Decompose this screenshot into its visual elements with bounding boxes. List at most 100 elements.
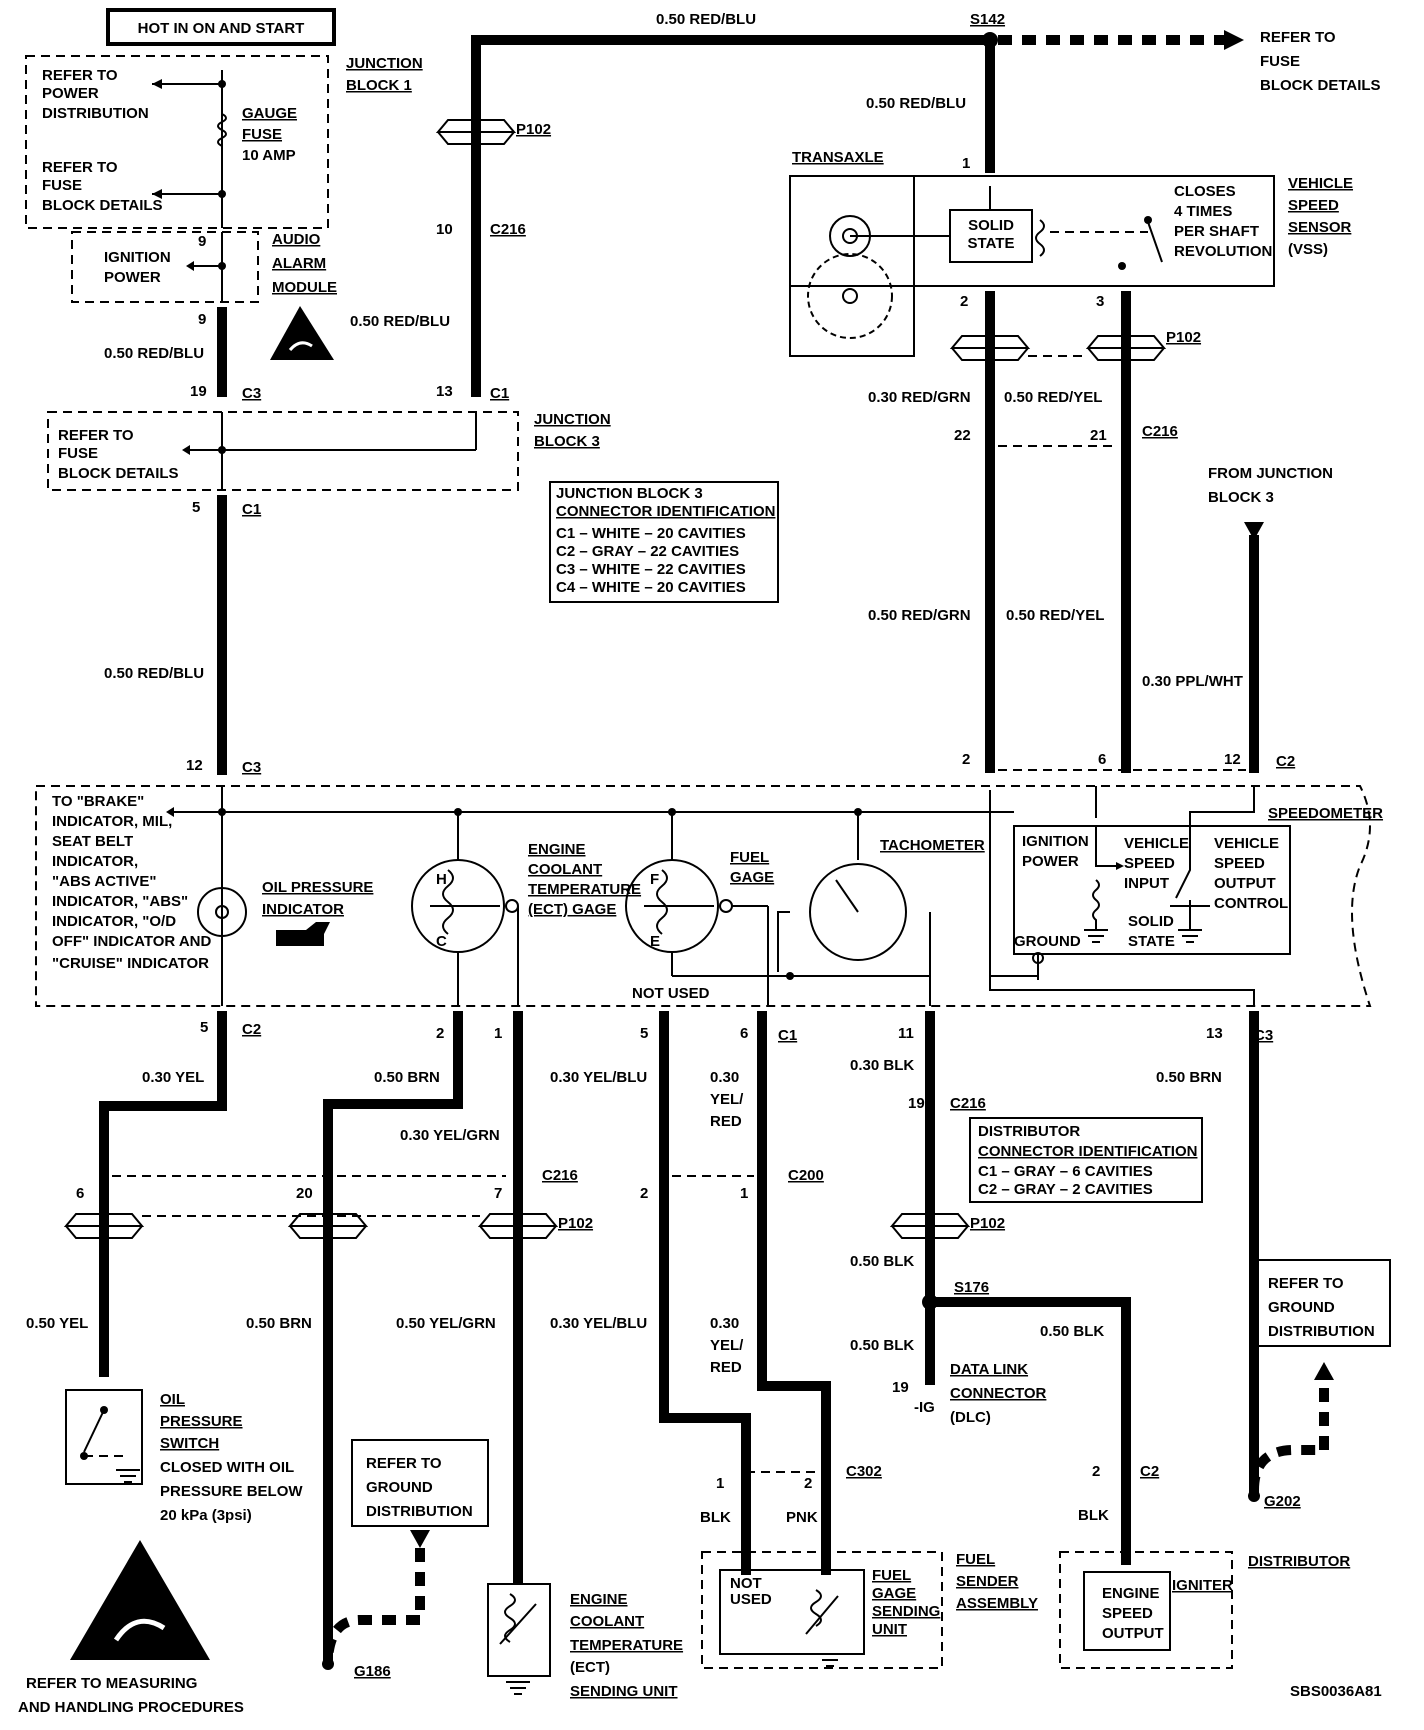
jb1-refer-fuse-1: REFER TO xyxy=(42,159,118,176)
speedometer-module xyxy=(1013,825,1291,955)
dlc-ig: -IG xyxy=(914,1399,935,1416)
vss-solid-2: STATE xyxy=(968,235,1015,252)
conn-c216-top: C216 xyxy=(490,221,526,238)
to-brake-1: TO "BRAKE" xyxy=(52,793,144,810)
fuel-unit-3: SENDING xyxy=(872,1603,940,1620)
speedo-vss-input-1: VEHICLE xyxy=(1124,835,1189,852)
distributor-title: DISTRIBUTOR xyxy=(1248,1553,1350,1570)
conn-c216-vss: C216 xyxy=(1142,423,1178,440)
conn-p102-vss: P102 xyxy=(1166,329,1201,346)
speedo-vss-out-2: SPEED xyxy=(1214,855,1265,872)
esd-warning-large-icon xyxy=(70,1540,210,1660)
conn-p102-dist: P102 xyxy=(970,1215,1005,1232)
diagram-code: SBS0036A81 xyxy=(1290,1683,1382,1700)
fuel-f: F xyxy=(650,871,659,888)
pin-3-vss: 3 xyxy=(1096,293,1104,310)
pin-13: 13 xyxy=(436,383,453,400)
oil-pressure-switch xyxy=(65,1389,143,1485)
wire-red-blu-top: 0.50 RED/BLU xyxy=(656,11,756,28)
pin-d19: 19 xyxy=(892,1379,909,1396)
conn-p102-bottom: P102 xyxy=(558,1215,593,1232)
oil-switch-6: 20 kPa (3psi) xyxy=(160,1507,252,1524)
vss-box xyxy=(789,175,1275,287)
fuel-unit-1: FUEL xyxy=(872,1567,911,1584)
ground-g202: G202 xyxy=(1264,1493,1301,1510)
wire-yel-red-2b: YEL/ xyxy=(710,1337,744,1354)
p102-connector-top xyxy=(435,119,517,145)
ground-ref-left-3: DISTRIBUTION xyxy=(366,1503,473,1520)
conn-c2-bottom: C2 xyxy=(242,1021,261,1038)
jb3-refer-fuse-3: BLOCK DETAILS xyxy=(58,465,179,482)
ect-gage-3: TEMPERATURE xyxy=(528,881,641,898)
jb3-ident-title-1: JUNCTION BLOCK 3 xyxy=(556,485,703,502)
pin-10: 10 xyxy=(436,221,453,238)
oil-switch-1: OIL xyxy=(160,1391,185,1408)
jb3-refer-fuse-2: FUSE xyxy=(58,445,98,462)
wire-yel-grn-030: 0.30 YEL/GRN xyxy=(400,1127,500,1144)
oil-switch-2: PRESSURE xyxy=(160,1413,243,1430)
to-brake-9: "CRUISE" INDICATOR xyxy=(52,955,209,972)
jb3-ident-box xyxy=(549,481,779,603)
fuse-icon xyxy=(217,113,227,147)
wire-yel-red-1c: RED xyxy=(710,1113,742,1130)
speedo-solid-1: SOLID xyxy=(1128,913,1174,930)
junction-block-3 xyxy=(47,411,519,491)
fuel-unit-2: GAGE xyxy=(872,1585,916,1602)
conn-p102-top: P102 xyxy=(516,121,551,138)
pin-2-cluster: 2 xyxy=(962,751,970,768)
to-brake-5: "ABS ACTIVE" xyxy=(52,873,157,890)
splice-s176-dot xyxy=(922,1294,938,1310)
gauge-fuse-1: GAUGE xyxy=(242,105,297,122)
wire-yel-blu-050: 0.30 YEL/BLU xyxy=(550,1315,647,1332)
jb1-refer-power-1: REFER TO xyxy=(42,67,118,84)
ect-gage-4: (ECT) GAGE xyxy=(528,901,616,918)
speedo-vss-out-4: CONTROL xyxy=(1214,895,1288,912)
pin-2-vss: 2 xyxy=(960,293,968,310)
wire-red-grn-030: 0.30 RED/GRN xyxy=(868,389,971,406)
ground-ref-left-1: REFER TO xyxy=(366,1455,442,1472)
speedo-vss-input-2: SPEED xyxy=(1124,855,1175,872)
jb3-refer-fuse-1: REFER TO xyxy=(58,427,134,444)
jb3-ident-c4: C4 – WHITE – 20 CAVITIES xyxy=(556,579,746,596)
fuel-assembly-2: SENDER xyxy=(956,1573,1019,1590)
jb3-ident-c2: C2 – GRAY – 22 CAVITIES xyxy=(556,543,739,560)
pin-b1: 1 xyxy=(494,1025,502,1042)
fuel-sender-assembly xyxy=(701,1551,943,1669)
wire-brn-right: 0.50 BRN xyxy=(1156,1069,1222,1086)
vss-title-2: SPEED xyxy=(1288,197,1339,214)
junction-block-1 xyxy=(25,55,329,229)
conn-c3-a: C3 xyxy=(242,385,261,402)
from-jb3-2: BLOCK 3 xyxy=(1208,489,1274,506)
vss-title-1: VEHICLE xyxy=(1288,175,1353,192)
speedo-vss-out-1: VEHICLE xyxy=(1214,835,1279,852)
wire-yel-050: 0.50 YEL xyxy=(26,1315,88,1332)
ect-unit-2: COOLANT xyxy=(570,1613,644,1630)
to-brake-2: INDICATOR, MIL, xyxy=(52,813,172,830)
pin-c1: 1 xyxy=(740,1185,748,1202)
vss-closes-4: REVOLUTION xyxy=(1174,243,1272,260)
jb3-ident-c1: C1 – WHITE – 20 CAVITIES xyxy=(556,525,746,542)
speedo-vss-out-3: OUTPUT xyxy=(1214,875,1276,892)
splice-s176: S176 xyxy=(954,1279,989,1296)
not-used-label: NOT USED xyxy=(632,985,710,1002)
ect-gage-2: COOLANT xyxy=(528,861,602,878)
conn-c216-dist: C216 xyxy=(950,1095,986,1112)
pin-c20: 20 xyxy=(296,1185,313,1202)
pin-d2: 2 xyxy=(804,1475,812,1492)
power-label-box xyxy=(106,8,336,46)
fuel-assembly-1: FUEL xyxy=(956,1551,995,1568)
jb3-title-2: BLOCK 3 xyxy=(534,433,600,450)
wire-red-blu-1: 0.50 RED/BLU xyxy=(104,345,204,362)
pin-d1: 1 xyxy=(716,1475,724,1492)
fuse-ref-2: FUSE xyxy=(1260,53,1300,70)
wire-red-yel-top: 0.50 RED/YEL xyxy=(1004,389,1102,406)
oil-switch-5: PRESSURE BELOW xyxy=(160,1483,303,1500)
fuel-not-used-2: USED xyxy=(730,1591,772,1608)
transaxle-box xyxy=(789,175,915,357)
gauge-fuse-2: FUSE xyxy=(242,126,282,143)
pin-5-jb3: 5 xyxy=(192,499,200,516)
esout-1: ENGINE xyxy=(1102,1585,1160,1602)
pin-19: 19 xyxy=(190,383,207,400)
oil-can-icon xyxy=(276,922,330,946)
vss-closes-3: PER SHAFT xyxy=(1174,223,1259,240)
